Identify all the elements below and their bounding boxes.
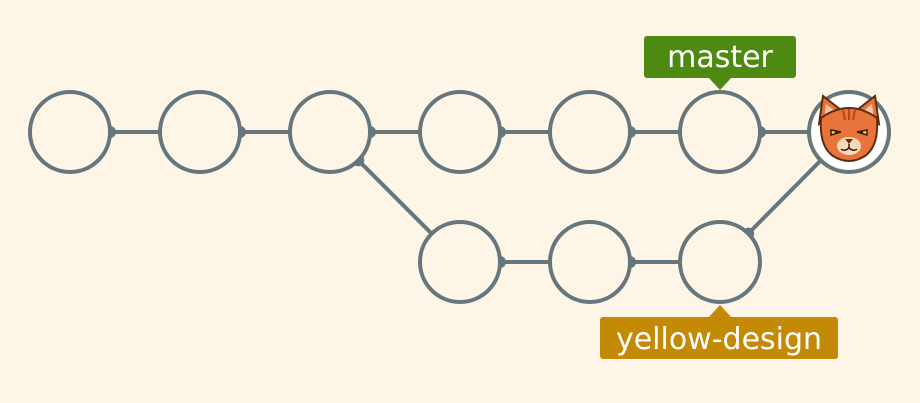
commit-node-b1 bbox=[418, 220, 502, 304]
branch-label-yellow-design-text: yellow-design bbox=[616, 322, 822, 357]
branch-label-yellow-design-box bbox=[600, 317, 838, 359]
cat-face-icon bbox=[812, 94, 886, 169]
commit-link-b3-c7 bbox=[746, 158, 823, 236]
branch-label-master: master bbox=[644, 36, 796, 90]
commit-node-c5 bbox=[548, 90, 632, 174]
branch-label-master-pointer bbox=[708, 77, 732, 90]
branch-label-yellow-design: yellow-design bbox=[600, 305, 838, 359]
commit-node-c4 bbox=[418, 90, 502, 174]
branch-label-master-box bbox=[644, 36, 796, 78]
commit-node-c6 bbox=[678, 90, 762, 174]
commit-node-c1 bbox=[28, 90, 112, 174]
branch-label-master-text: master bbox=[667, 40, 773, 75]
commit-link-c3-b1 bbox=[356, 158, 434, 236]
branch-label-yellow-design-pointer bbox=[708, 305, 732, 318]
commit-node-c3 bbox=[288, 90, 372, 174]
commit-node-b2 bbox=[548, 220, 632, 304]
commit-node-b3 bbox=[678, 220, 762, 304]
commit-node-c2 bbox=[158, 90, 242, 174]
